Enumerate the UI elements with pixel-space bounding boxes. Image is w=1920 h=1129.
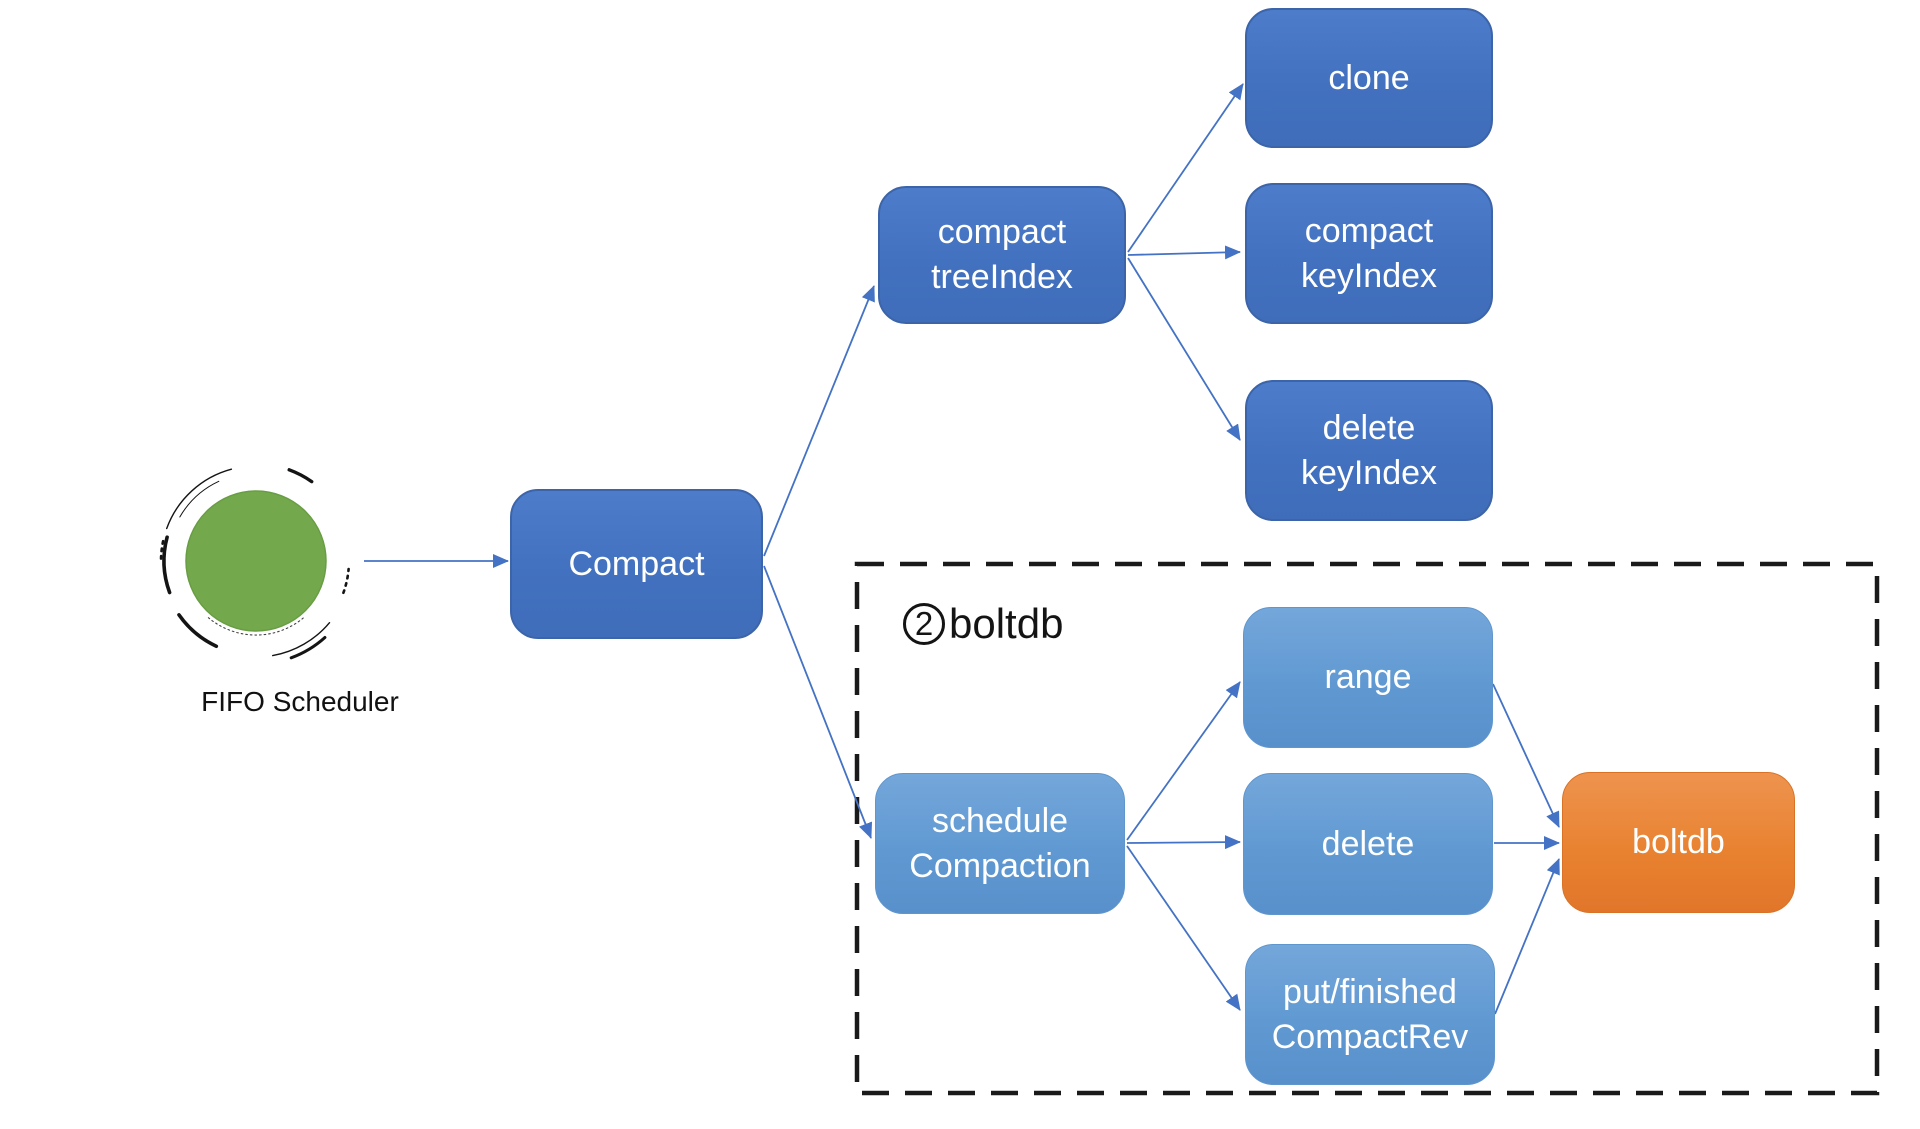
node-delete: delete — [1243, 773, 1493, 915]
arrow-put-finished-to-boltdb — [1494, 858, 1560, 1015]
arrow-tree-index-to-clone — [1127, 83, 1244, 253]
fifo-scheduler-icon — [130, 430, 390, 692]
arrow-compact-to-compact-tree-index — [763, 285, 875, 557]
node-boltdb: boltdb — [1562, 772, 1795, 913]
arrow-schedule-to-delete — [1126, 835, 1241, 850]
arrow-range-to-boltdb — [1492, 683, 1560, 828]
node-compact-tree-index: compact treeIndex — [878, 186, 1126, 324]
node-delete-key-index: delete keyIndex — [1245, 380, 1493, 521]
arrow-tree-index-to-delete-key-index — [1127, 257, 1241, 441]
group-label-text: boltdb — [949, 600, 1064, 647]
arrow-tree-index-to-compact-key-index — [1127, 245, 1241, 260]
node-compact-key-index: compact keyIndex — [1245, 183, 1493, 324]
node-range: range — [1243, 607, 1493, 748]
arrow-schedule-to-range — [1126, 681, 1241, 841]
scheduler-green-circle — [185, 490, 327, 632]
fifo-scheduler-label: FIFO Scheduler — [201, 686, 399, 717]
arrow-schedule-to-put-finished — [1126, 845, 1241, 1011]
node-schedule-compaction: schedule Compaction — [875, 773, 1125, 914]
scheduler-sketch-arcs — [159, 468, 350, 660]
node-put-finished-compact-rev: put/finished CompactRev — [1245, 944, 1495, 1085]
node-compact: Compact — [510, 489, 763, 639]
node-clone: clone — [1245, 8, 1493, 148]
group-number-badge: 2 — [903, 603, 945, 645]
arrow-compact-to-schedule-compaction — [763, 565, 873, 839]
